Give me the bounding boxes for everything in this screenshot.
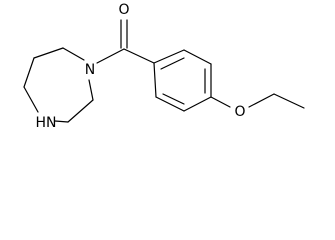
bond-ca-cb [33,47,64,59]
diazepane-n1-label: N [85,62,95,78]
bond-ring-inner-1 [160,57,185,70]
bond-n1-carbonyl-carbon [96,48,125,64]
benzene-ring [153,49,212,112]
bond-ce-n1 [88,79,94,101]
bond-cc-nh [23,86,39,113]
carbonyl-group [96,19,155,64]
ethoxy-group [210,93,305,109]
bond-n1-ca [62,47,85,61]
diazepane-nh-label: HN [36,115,57,131]
bond-ring-inner-3 [162,93,185,105]
bond-cb-cc [23,57,35,88]
bond-ch2-to-ch3 [273,93,305,109]
bond-nh-cd [54,120,69,123]
bond-ring-6-1 [153,62,157,98]
bond-ring-4-5 [183,96,212,112]
bond-carbonyl-to-ring [123,48,155,64]
carbonyl-oxygen-label: O [118,2,129,18]
bond-ring-to-ether-oxygen [210,96,231,108]
molecule-structure: O N HN O [23,2,305,131]
bond-ether-oxygen-to-ch2 [248,93,275,108]
bond-ring-1-2 [153,49,185,64]
ether-oxygen-label: O [234,104,245,120]
bond-ring-5-6 [155,96,185,112]
diazepane-ring [23,47,94,123]
bond-cd-ce [67,99,94,123]
bond-ring-2-3 [183,49,212,65]
